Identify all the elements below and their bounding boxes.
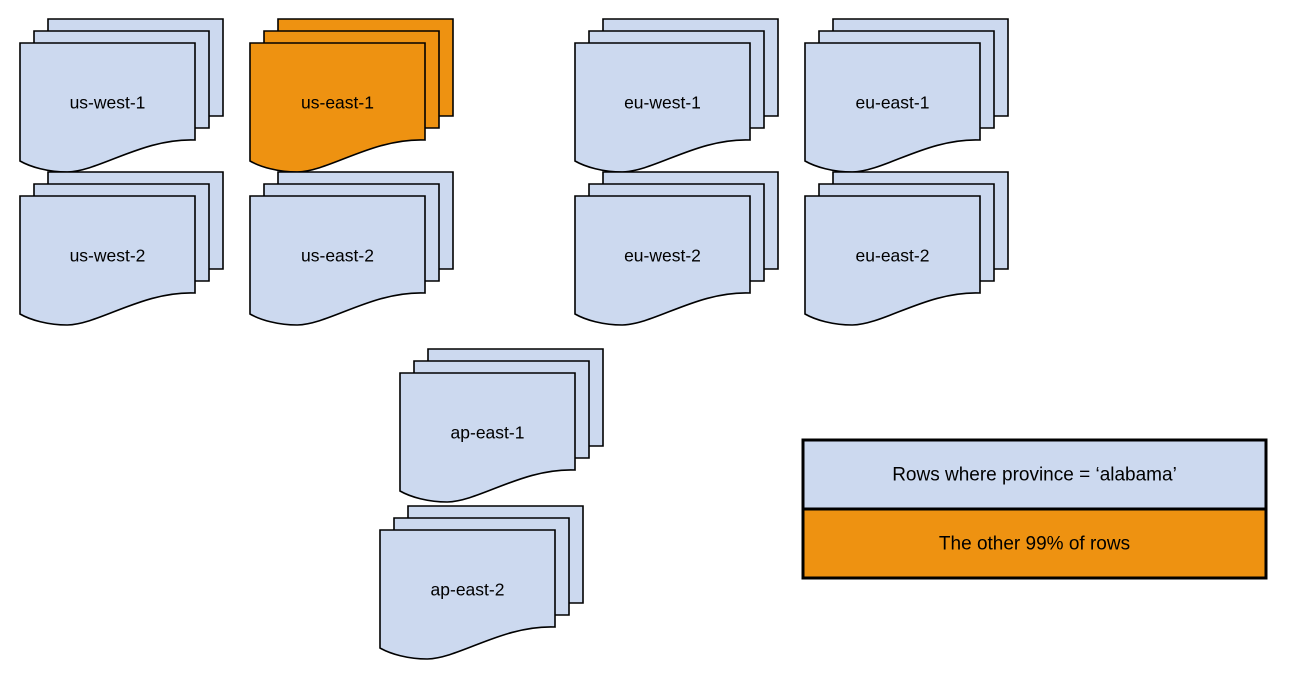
stack-sheet-front — [379, 529, 556, 660]
region-stack-label-eu-west-1: eu-west-1 — [624, 93, 701, 113]
region-stack-label-eu-east-1: eu-east-1 — [856, 93, 930, 113]
stack-sheet-front — [19, 195, 196, 326]
region-stack-us-east-1[interactable]: us-east-1 — [249, 18, 454, 173]
stack-sheet-front — [574, 195, 751, 326]
region-stack-label-us-east-1: us-east-1 — [301, 93, 374, 113]
region-stack-label-eu-east-2: eu-east-2 — [856, 246, 930, 266]
stack-sheet-front — [249, 42, 426, 173]
region-stack-us-west-2[interactable]: us-west-2 — [19, 171, 224, 326]
region-stack-us-west-1[interactable]: us-west-1 — [19, 18, 224, 173]
region-stack-label-ap-east-2: ap-east-2 — [431, 580, 505, 600]
stacks-layer: us-west-1 us-east-1 eu-west-1 eu-east-1 us-w… — [19, 18, 1009, 660]
region-stack-label-ap-east-1: ap-east-1 — [451, 423, 525, 443]
region-stack-us-east-2[interactable]: us-east-2 — [249, 171, 454, 326]
region-stack-eu-west-1[interactable]: eu-west-1 — [574, 18, 779, 173]
legend-row-rows-match: Rows where province = ‘alabama’ — [801, 438, 1268, 511]
stack-sheet-front — [804, 42, 981, 173]
legend-border — [801, 438, 1268, 580]
region-stack-eu-west-2[interactable]: eu-west-2 — [574, 171, 779, 326]
legend-label-rows-other: The other 99% of rows — [939, 534, 1130, 555]
region-stack-eu-east-1[interactable]: eu-east-1 — [804, 18, 1009, 173]
legend-label-rows-match: Rows where province = ‘alabama’ — [892, 465, 1177, 486]
stack-sheet-front — [19, 42, 196, 173]
region-stack-label-us-west-1: us-west-1 — [70, 93, 146, 113]
stack-sheet-front — [249, 195, 426, 326]
legend-row-rows-other: The other 99% of rows — [801, 507, 1268, 580]
region-stack-eu-east-2[interactable]: eu-east-2 — [804, 171, 1009, 326]
legend: Rows where province = ‘alabama’ The other… — [801, 438, 1268, 580]
region-stack-label-us-west-2: us-west-2 — [70, 246, 146, 266]
stack-sheet-front — [399, 372, 576, 503]
stack-sheet-front — [574, 42, 751, 173]
region-stack-ap-east-2[interactable]: ap-east-2 — [379, 505, 584, 660]
region-stack-ap-east-1[interactable]: ap-east-1 — [399, 348, 604, 503]
region-stack-label-eu-west-2: eu-west-2 — [624, 246, 701, 266]
stack-sheet-front — [804, 195, 981, 326]
region-stack-label-us-east-2: us-east-2 — [301, 246, 374, 266]
